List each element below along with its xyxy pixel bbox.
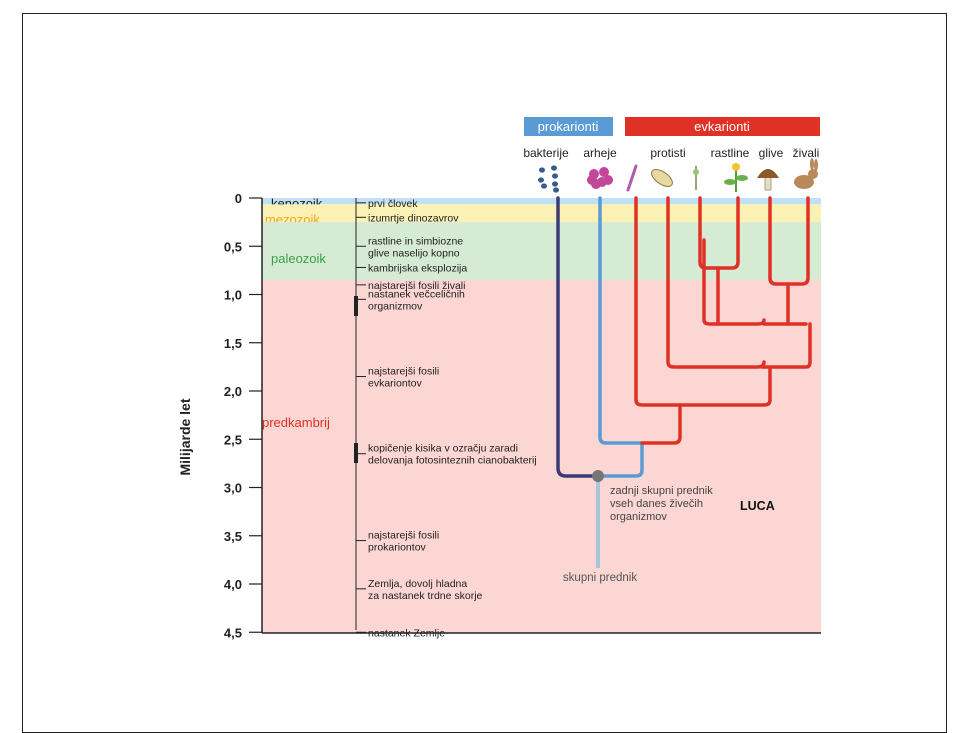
event-label: prvi človek	[368, 198, 418, 210]
axis-tick-label: 3,5	[224, 529, 242, 544]
event-label: najstarejši fosili živali	[368, 280, 465, 292]
clade-link	[760, 322, 812, 369]
taxon-label-glive: glive	[759, 146, 784, 160]
event-label: delovanja fotosinteznih cianobakterij	[368, 455, 537, 467]
protists-icon	[626, 164, 699, 192]
event-label: evkariontov	[368, 378, 422, 390]
axis-tick-label: 4,0	[224, 577, 242, 592]
event-label: najstarejši fosili	[368, 530, 439, 542]
era-band-kenozoik	[262, 198, 821, 205]
archaea-icon	[587, 167, 613, 189]
event-label: za nastanek trdne skorje	[368, 590, 483, 602]
luca-node	[592, 470, 604, 482]
taxon-label-rastline: rastline	[711, 146, 750, 160]
protist-plant-clade	[702, 238, 766, 326]
protist-branch-1	[634, 196, 772, 407]
luca-description: organizmov	[610, 511, 667, 523]
event-label: organizmov	[368, 300, 423, 312]
eukaryotes-label: evkarionti	[694, 119, 750, 134]
axis-tick-label: 3,0	[224, 481, 242, 496]
event-label: nastanek večceličnih	[368, 288, 465, 300]
event-label: prokariontov	[368, 542, 427, 554]
era-band-predkambrij	[262, 280, 821, 633]
prokaryotes-label: prokarionti	[538, 119, 599, 134]
luca-label: LUCA	[740, 499, 775, 513]
event-label: izumrtje dinozavrov	[368, 212, 459, 224]
event-label: kopičenje kisika v ozračju zaradi	[368, 443, 518, 455]
axis-title: Milijarde let	[177, 398, 193, 475]
event-range-marker	[354, 296, 358, 316]
event-label: najstarejši fosili	[368, 366, 439, 378]
ancestor-label: skupni prednik	[563, 572, 637, 584]
event-label: rastline in simbiozne	[368, 235, 463, 247]
axis-tick-label: 2,5	[224, 432, 242, 447]
axis-tick-label: 0,5	[224, 239, 242, 254]
bacteria-branch	[556, 196, 600, 478]
event-label: nastanek Zemlje	[368, 627, 445, 639]
event-range-marker	[354, 443, 358, 463]
era-band-mezozoik	[262, 204, 821, 223]
plant-icon	[724, 163, 748, 192]
era-label-paleozoik: paleozoik	[271, 251, 326, 266]
protist-branch-2	[666, 196, 766, 369]
bacteria-icon	[538, 165, 559, 193]
eukaryote-stem	[640, 403, 682, 445]
era-label-predkambrij: predkambrij	[262, 415, 330, 430]
taxon-label-arheje: arheje	[583, 146, 617, 160]
event-label: kambrijska eksplozija	[368, 262, 467, 274]
axis-tick-label: 2,0	[224, 384, 242, 399]
taxon-label-zivali: živali	[793, 146, 820, 160]
axis-tick-label: 1,5	[224, 336, 242, 351]
event-label: glive naselijo kopno	[368, 247, 460, 259]
mushroom-icon	[757, 169, 779, 191]
luca-description: zadnji skupni prednik	[610, 485, 713, 497]
axis-tick-label: 4,5	[224, 625, 242, 640]
axis-tick-label: 1,0	[224, 288, 242, 303]
axis-tick-label: 0	[235, 191, 242, 206]
prokaryotes-bar	[524, 117, 613, 136]
eukaryotes-bar	[625, 117, 820, 136]
luca-description: vseh danes živečih	[610, 498, 703, 510]
rabbit-icon	[794, 158, 818, 189]
taxon-label-protisti: protisti	[650, 146, 685, 160]
event-label: Zemlja, dovolj hladna	[368, 578, 467, 590]
era-band-paleozoik	[262, 222, 821, 281]
taxon-label-bakterije: bakterije	[523, 146, 569, 160]
